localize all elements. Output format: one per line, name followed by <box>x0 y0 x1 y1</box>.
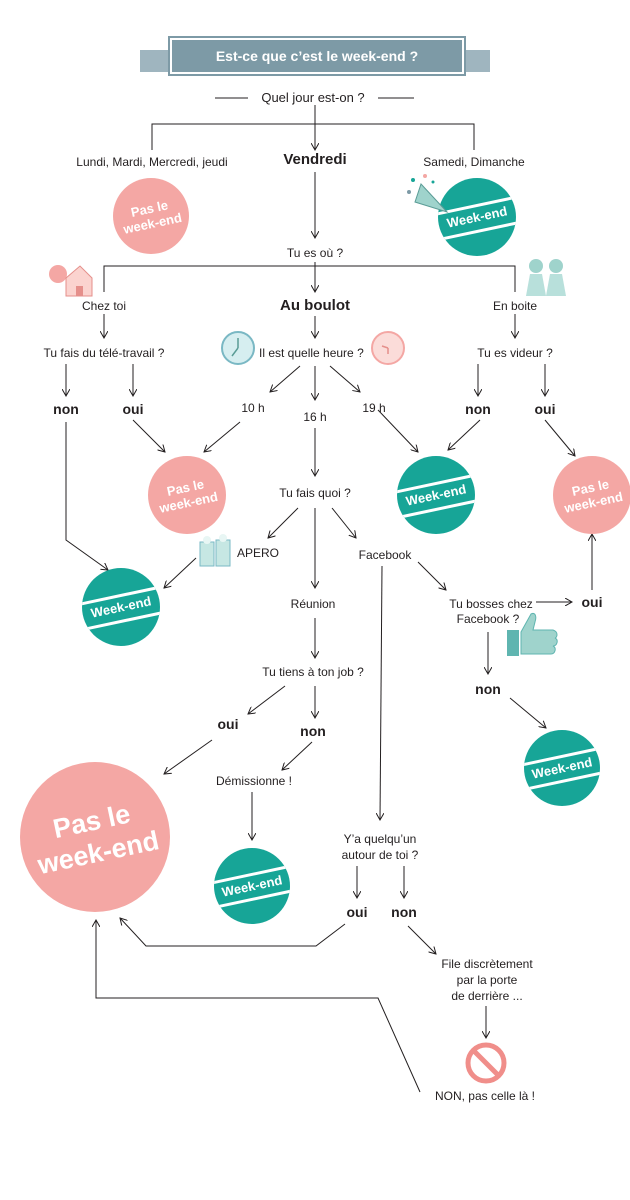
question-work-at-facebook-line1: Tu bosses chez <box>449 597 533 611</box>
answer-yes-job: oui <box>217 716 239 732</box>
page-title: Est-ce que c’est le week-end ? <box>215 48 419 64</box>
option-work: Au boulot <box>280 297 350 314</box>
question-telework: Tu fais du télé-travail ? <box>43 346 165 360</box>
prohibited-icon <box>465 1042 507 1084</box>
badge-weekend: Week-end <box>524 730 600 806</box>
badge-weekend: Week-end <box>82 568 160 646</box>
badge-not-weekend: Pas le week-end <box>553 456 630 534</box>
option-meeting: Réunion <box>290 597 336 611</box>
clock-teal-icon <box>221 331 255 365</box>
sneak-out-line2: par la porte <box>456 973 518 987</box>
answer-no-job: non <box>300 723 326 739</box>
badge-weekend: Week-end <box>438 178 516 256</box>
question-where: Tu es où ? <box>286 246 344 260</box>
question-time: Il est quelle heure ? <box>259 346 364 360</box>
option-friday: Vendredi <box>283 151 347 168</box>
option-weekdays: Lundi, Mardi, Mercredi, jeudi <box>76 155 228 169</box>
answer-yes-telework: oui <box>122 401 144 417</box>
question-work-at-facebook-line2: Facebook ? <box>456 612 520 626</box>
answer-yes-bouncer: oui <box>534 401 556 417</box>
party-popper-icon <box>407 174 449 214</box>
option-16h: 16 h <box>303 410 327 424</box>
title-banner: Est-ce que c’est le week-end ? <box>168 36 466 76</box>
badge-not-weekend: Pas le week-end <box>113 178 189 254</box>
answer-yes-facebook: oui <box>581 594 603 610</box>
badge-not-weekend: Pas le week-end <box>148 456 226 534</box>
thumbs-up-icon <box>507 613 558 656</box>
option-facebook: Facebook <box>358 548 412 562</box>
question-bouncer: Tu es videur ? <box>477 346 553 360</box>
resign-text: Démissionne ! <box>215 774 293 788</box>
badge-not-weekend-large: Pas le week-end <box>20 762 170 912</box>
dancers-icon <box>526 259 566 296</box>
final-no-text: NON, pas celle là ! <box>434 1089 536 1103</box>
answer-no-someone: non <box>391 904 417 920</box>
badge-weekend: Week-end <box>397 456 475 534</box>
question-someone-around-line1: Y’a quelqu’un <box>343 832 417 846</box>
answer-no-bouncer: non <box>465 401 491 417</box>
question-job: Tu tiens à ton job ? <box>262 665 364 679</box>
answer-no-facebook: non <box>475 681 501 697</box>
question-day: Quel jour est-on ? <box>261 90 365 105</box>
clock-pink-icon <box>371 331 405 365</box>
question-someone-around-line2: autour de toi ? <box>341 848 419 862</box>
badge-weekend: Week-end <box>214 848 290 924</box>
answer-no-telework: non <box>53 401 79 417</box>
option-club: En boite <box>492 299 538 313</box>
sneak-out-line1: File discrètement <box>441 957 533 971</box>
option-10h: 10 h <box>241 401 265 415</box>
house-icon <box>49 265 93 297</box>
beer-mugs-icon <box>199 534 231 567</box>
option-weekend-days: Samedi, Dimanche <box>423 155 525 169</box>
answer-yes-someone: oui <box>346 904 368 920</box>
option-apero: APERO <box>237 546 280 560</box>
question-what: Tu fais quoi ? <box>279 486 351 500</box>
sneak-out-line3: de derrière ... <box>451 989 523 1003</box>
option-19h: 19 h <box>362 401 386 415</box>
option-home: Chez toi <box>81 299 127 313</box>
